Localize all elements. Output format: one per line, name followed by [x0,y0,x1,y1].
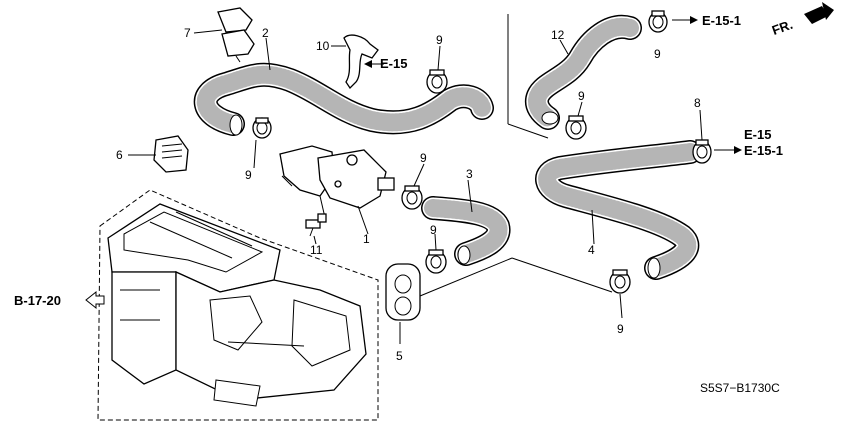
hose-2 [193,62,494,136]
callout-7: 7 [184,26,191,40]
reference-arrow-e15-right [714,146,742,154]
callout-9: 9 [436,33,443,47]
reference-e15-1-right[interactable]: E-15-1 [744,143,783,158]
hose-clamp [425,249,447,274]
heater-unit [97,189,379,421]
bolt-11 [305,213,327,237]
hose-12 [525,14,642,130]
hose-3 [421,196,511,266]
clip-6 [153,135,189,173]
hose-clip-7 [217,7,255,63]
drawing-code: S5S7−B1730C [700,381,780,395]
reference-b17-20[interactable]: B-17-20 [14,293,61,308]
callout-9: 9 [430,223,437,237]
front-direction-label: FR. [770,17,795,38]
grommet-5 [385,263,421,321]
hose-clamp [252,117,272,139]
callout-3: 3 [466,167,473,181]
callout-4: 4 [588,243,595,257]
reference-e15[interactable]: E-15 [380,56,407,71]
callout-9: 9 [578,89,585,103]
reference-e15-right[interactable]: E-15 [744,127,771,142]
hose-clamp [609,269,631,294]
leader-lines [128,14,703,344]
callout-9: 9 [654,47,661,61]
callout-12: 12 [551,28,565,42]
reference-arrow-e15-1-top [672,16,698,24]
front-direction-arrow [804,2,834,24]
reference-e15-1-top[interactable]: E-15-1 [702,13,741,28]
hose-clamp [401,185,423,210]
callout-10: 10 [316,39,330,53]
reference-arrow-e15-clip [364,60,384,68]
water-valve [279,145,395,223]
callout-9: 9 [617,322,624,336]
callout-11: 11 [310,243,323,257]
callout-5: 5 [396,349,403,363]
callout-6: 6 [116,148,123,162]
callout-9: 9 [420,151,427,165]
hose-4 [535,140,702,280]
hose-clamp [426,69,448,94]
callout-2: 2 [262,26,269,40]
callout-1: 1 [363,232,370,246]
b-17-20-outline-arrow [85,290,105,310]
callout-9: 9 [245,168,252,182]
hose-clip-10 [343,34,379,90]
hose-clamp [648,10,668,33]
hose-clamp [692,139,712,164]
hose-clamp [565,115,587,140]
callout-8: 8 [694,96,701,110]
